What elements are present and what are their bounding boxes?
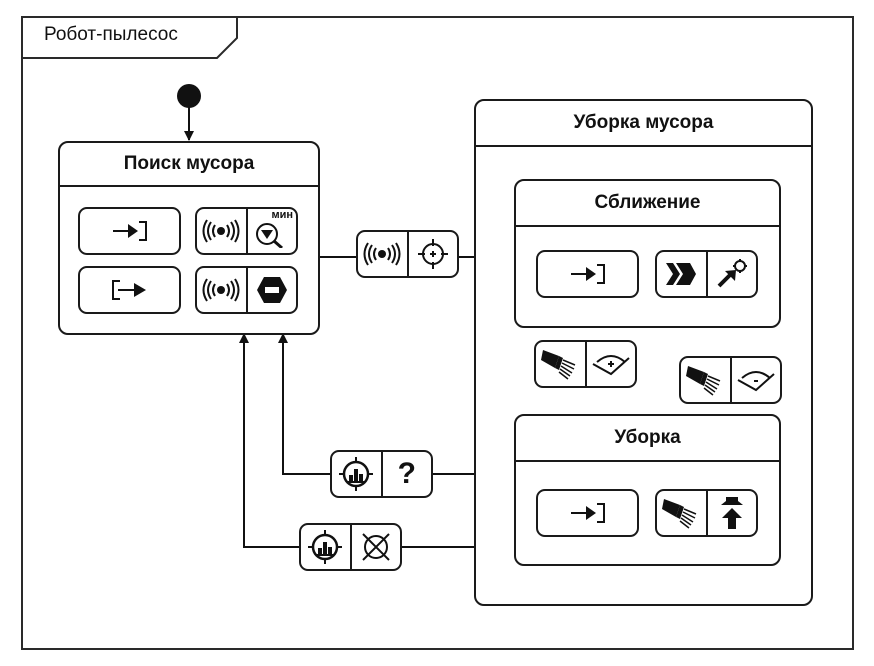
brush-icon: [662, 499, 697, 529]
frame-title: Робот-пылесос: [44, 24, 178, 45]
transition-pill-search-to-approach[interactable]: [356, 230, 459, 278]
internal-transition-approach[interactable]: [655, 250, 758, 298]
suction-up-icon: [720, 497, 743, 529]
state-title: Уборка мусора: [476, 101, 811, 147]
internal-transition-cleaning[interactable]: [655, 489, 758, 537]
state-title: Сближение: [516, 181, 779, 227]
entry-arrow-icon: [570, 264, 605, 284]
move-to-target-icon: [717, 259, 747, 288]
transition-pill-approach-to-cleaning[interactable]: [534, 340, 637, 388]
frame-tab: [21, 16, 238, 59]
transition-pill-cleanup-to-search-question[interactable]: ?: [330, 450, 433, 498]
signal-broadcast-icon: [202, 219, 240, 243]
signal-broadcast-icon: [202, 278, 240, 302]
exit-arrow-icon: [111, 280, 146, 300]
internal-transition-search-stop[interactable]: [195, 266, 298, 314]
brush-icon: [541, 350, 576, 380]
view-minus-icon: [737, 371, 775, 392]
fast-forward-chevron-icon: [666, 263, 697, 285]
question-icon: ?: [380, 452, 432, 496]
cancel-circle-icon: [362, 533, 390, 561]
signal-broadcast-icon: [363, 242, 401, 266]
stop-hexagon-icon: [256, 277, 287, 303]
exit-action-button[interactable]: [78, 266, 181, 314]
diagram-frame: [21, 16, 854, 650]
target-crosshair-icon: [417, 239, 448, 269]
internal-transition-search-min[interactable]: мин: [195, 207, 298, 255]
entry-action-button[interactable]: [536, 489, 639, 537]
target-chart-icon: [308, 530, 343, 564]
transition-pill-cleaning-to-approach[interactable]: [679, 356, 782, 404]
state-title: Поиск мусора: [60, 143, 318, 187]
initial-node: [177, 84, 201, 108]
entry-action-button[interactable]: [536, 250, 639, 298]
transition-pill-cleanup-to-search-cancel[interactable]: [299, 523, 402, 571]
min-badge: мин: [271, 209, 293, 221]
entry-arrow-icon: [570, 503, 605, 523]
entry-arrow-icon: [112, 221, 147, 241]
state-title: Уборка: [516, 416, 779, 462]
brush-icon: [686, 366, 721, 396]
view-plus-icon: [592, 355, 630, 376]
magnifier-min-icon: [255, 223, 283, 248]
entry-action-button[interactable]: [78, 207, 181, 255]
target-chart-icon: [339, 457, 374, 491]
